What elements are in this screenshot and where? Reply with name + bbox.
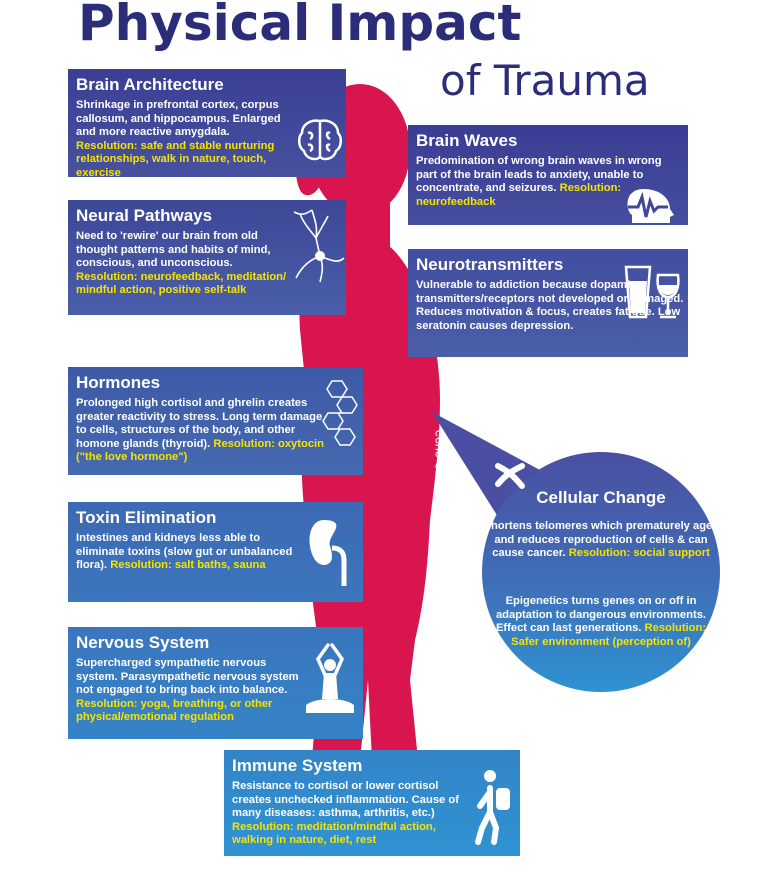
chromosome-icon [495, 463, 525, 489]
drink-glasses-icon [624, 265, 680, 319]
card-body-text: Shrinkage in prefrontal cortex, corpus c… [76, 99, 281, 139]
card-resolution: Resolution: social support [568, 547, 710, 560]
molecule-icon [322, 380, 358, 446]
card-title: Hormones [76, 373, 161, 392]
card-body-text: Resistance to cortisol or lower cortisol… [232, 780, 459, 820]
card-body: Prolonged high cortisol and ghrelin crea… [76, 397, 326, 465]
hiker-icon [475, 770, 510, 845]
card-title: Immune System [232, 756, 363, 775]
card-body-text: Supercharged sympathetic nervous system.… [76, 657, 299, 697]
card-body: Intestines and kidneys less able to elim… [76, 532, 301, 573]
card-title: Toxin Elimination [76, 508, 217, 527]
meditation-icon [306, 643, 354, 713]
brain-icon [298, 119, 342, 161]
card-body: Predomination of wrong brain waves in wr… [416, 155, 684, 209]
card-resolution: Resolution: Safer environment (perceptio… [511, 622, 707, 648]
card-body-text: Intestines and kidneys less able to elim… [76, 532, 293, 572]
card-resolution: Resolution: neurofeedback, meditation/ m… [76, 270, 287, 297]
card-resolution: Resolution: safe and stable nurturing re… [76, 139, 275, 179]
card-body: Need to 'rewire' our brain from old thou… [76, 230, 291, 298]
cellular-change-circle: Cellular Change Shortens telomeres which… [482, 452, 720, 692]
cellular-change-epigenetics: Epigenetics turns genes on or off in ada… [482, 595, 720, 649]
card-nervous-system: Nervous System Supercharged sympathetic … [68, 627, 363, 739]
cellular-change-body: Shortens telomeres which prematurely age… [482, 520, 720, 561]
card-hormones: Hormones Prolonged high cortisol and ghr… [68, 367, 363, 475]
card-resolution: Resolution: meditation/mindful action, w… [232, 820, 436, 847]
card-title: Brain Waves [416, 131, 518, 150]
card-resolution: Resolution: neurofeedback [416, 182, 622, 208]
card-brain-waves: Brain Waves Predomination of wrong brain… [408, 125, 688, 225]
brain-wave-head-icon [627, 189, 674, 223]
card-body-text: Predomination of wrong brain waves in wr… [416, 155, 662, 195]
card-neural-pathways: Neural Pathways Need to 'rewire' our bra… [68, 200, 346, 315]
card-body: Resistance to cortisol or lower cortisol… [232, 780, 472, 848]
cellular-change-title: Cellular Change [536, 488, 666, 507]
card-body: Shrinkage in prefrontal cortex, corpus c… [76, 99, 291, 181]
card-title: Nervous System [76, 633, 210, 652]
card-title: Brain Architecture [76, 75, 224, 94]
card-resolution: Resolution: oxytocin ("the love hormone"… [76, 437, 324, 464]
card-body-text: Epigenetics turns genes on or off in ada… [495, 595, 707, 635]
card-title: Neurotransmitters [416, 255, 564, 274]
card-resolution: Resolution: salt baths, sauna [110, 559, 266, 572]
card-brain-architecture: Brain Architecture Shrinkage in prefront… [68, 69, 346, 179]
card-body: Vulnerable to addiction because dopamine… [416, 279, 684, 332]
card-resolution: Resolution: yoga, breathing, or other ph… [76, 697, 273, 724]
card-body-text: Need to 'rewire' our brain from old thou… [76, 230, 271, 270]
card-body: Supercharged sympathetic nervous system.… [76, 657, 311, 725]
card-neurotransmitters: Neurotransmitters Vulnerable to addictio… [408, 249, 688, 357]
kidney-icon [309, 520, 347, 586]
card-body-text: Shortens telomeres which prematurely age… [483, 520, 719, 560]
credit-text: echo ©2018 [432, 429, 448, 501]
card-toxin-elimination: Toxin Elimination Intestines and kidneys… [68, 502, 363, 602]
card-immune-system: Immune System Resistance to cortisol or … [224, 750, 520, 856]
page-subtitle: of Trauma [440, 56, 650, 105]
card-title: Neural Pathways [76, 206, 213, 225]
neuron-icon [293, 209, 345, 283]
card-body-text: Prolonged high cortisol and ghrelin crea… [76, 397, 323, 450]
page-title: Physical Impact [78, 0, 522, 52]
